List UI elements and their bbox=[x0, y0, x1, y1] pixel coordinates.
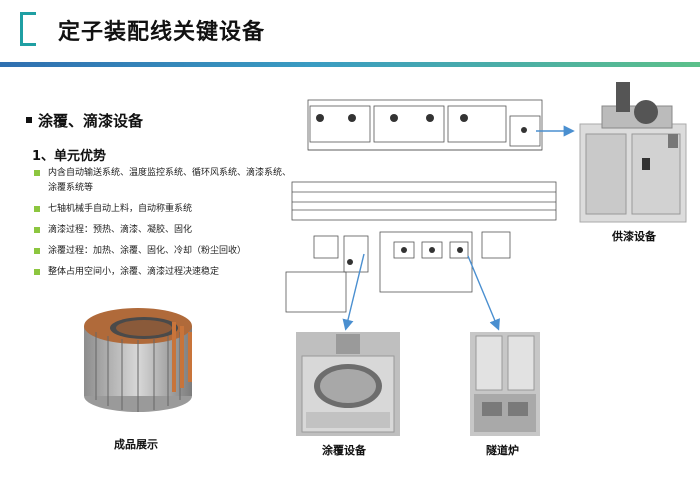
bullet-icon bbox=[34, 248, 40, 254]
paint-supply-caption: 供漆设备 bbox=[612, 230, 656, 243]
bullet-icon bbox=[34, 269, 40, 275]
page-title: 定子装配线关键设备 bbox=[58, 20, 266, 45]
section-subtitle: 1、单元优势 bbox=[32, 149, 107, 164]
tunnel-oven-caption: 隧道炉 bbox=[486, 444, 519, 457]
square-bullet-icon bbox=[26, 116, 32, 123]
product-caption: 成品展示 bbox=[114, 438, 158, 451]
list-item: 七轴机械手自动上料，自动称重系统 bbox=[34, 202, 294, 217]
list-item: 涂覆过程：加热、涂覆、固化、冷却（粉尘回收） bbox=[34, 244, 294, 259]
section-title: 涂覆、滴漆设备 bbox=[26, 110, 143, 131]
bullet-icon bbox=[34, 227, 40, 233]
bullet-icon bbox=[34, 206, 40, 212]
section-title-text: 涂覆、滴漆设备 bbox=[38, 112, 144, 130]
stator-product-image bbox=[84, 308, 192, 412]
bullet-icon bbox=[34, 170, 40, 176]
list-item: 滴漆过程：预热、滴漆、凝胶、固化 bbox=[34, 223, 294, 238]
line-layout-drawing bbox=[285, 99, 557, 313]
coating-equipment-image bbox=[296, 332, 400, 436]
list-item: 整体占用空间小，涂覆、滴漆过程决速稳定 bbox=[34, 265, 294, 280]
list-item: 内含自动输送系统、温度监控系统、循环风系统、滴漆系统、涂覆系统等 bbox=[34, 166, 294, 196]
paint-supply-equipment-image bbox=[579, 82, 687, 223]
coating-caption: 涂覆设备 bbox=[322, 444, 366, 457]
header-divider bbox=[0, 62, 700, 67]
title-bracket-icon bbox=[20, 12, 36, 46]
tunnel-oven-image bbox=[470, 332, 540, 436]
advantage-list: 内含自动输送系统、温度监控系统、循环风系统、滴漆系统、涂覆系统等 七轴机械手自动… bbox=[34, 166, 294, 286]
